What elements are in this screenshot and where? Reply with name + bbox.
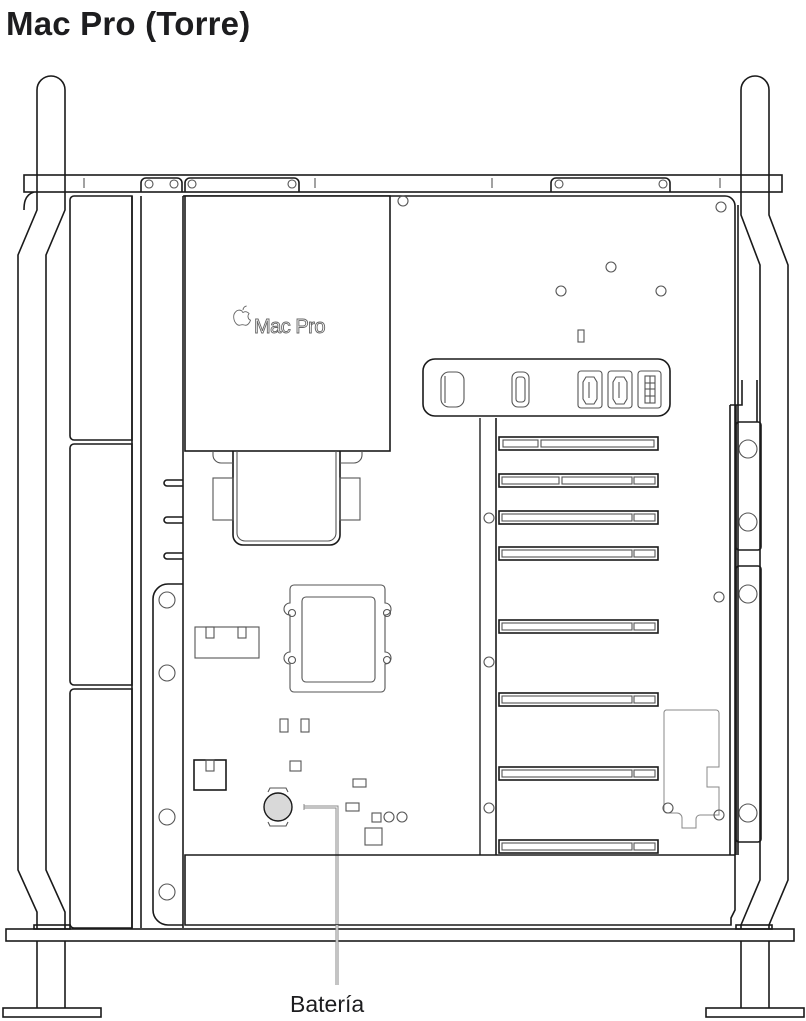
top-frame-bar [23, 174, 783, 193]
thunderbolt-port-icon [577, 370, 603, 409]
pin-header-icon [637, 370, 662, 409]
left-handle [17, 75, 66, 930]
logic-board [183, 195, 736, 855]
page-title: Mac Pro (Torre) [6, 5, 251, 42]
power-button-icon [440, 371, 465, 408]
thunderbolt-port-icon [607, 370, 633, 409]
feet [2, 941, 805, 1018]
battery-label: Batería [290, 991, 365, 1017]
pcie-slots [498, 436, 659, 854]
power-supply [184, 854, 736, 926]
chip-socket [283, 584, 392, 693]
battery [263, 787, 293, 827]
usb-c-port-icon [511, 371, 530, 408]
processor-cover [184, 195, 391, 452]
bottom-frame-bar [5, 928, 795, 942]
fan-modules [69, 195, 133, 929]
svg-text:Mac Pro: Mac Pro [254, 316, 325, 338]
right-handle [740, 75, 789, 930]
io-card [422, 358, 671, 417]
right-mounting-rail [729, 380, 762, 855]
battery-callout-line [304, 805, 339, 985]
apple-logo-icon [233, 305, 252, 326]
mac-pro-logo: Mac Pro [233, 305, 326, 338]
left-mounting-rail [152, 583, 183, 926]
